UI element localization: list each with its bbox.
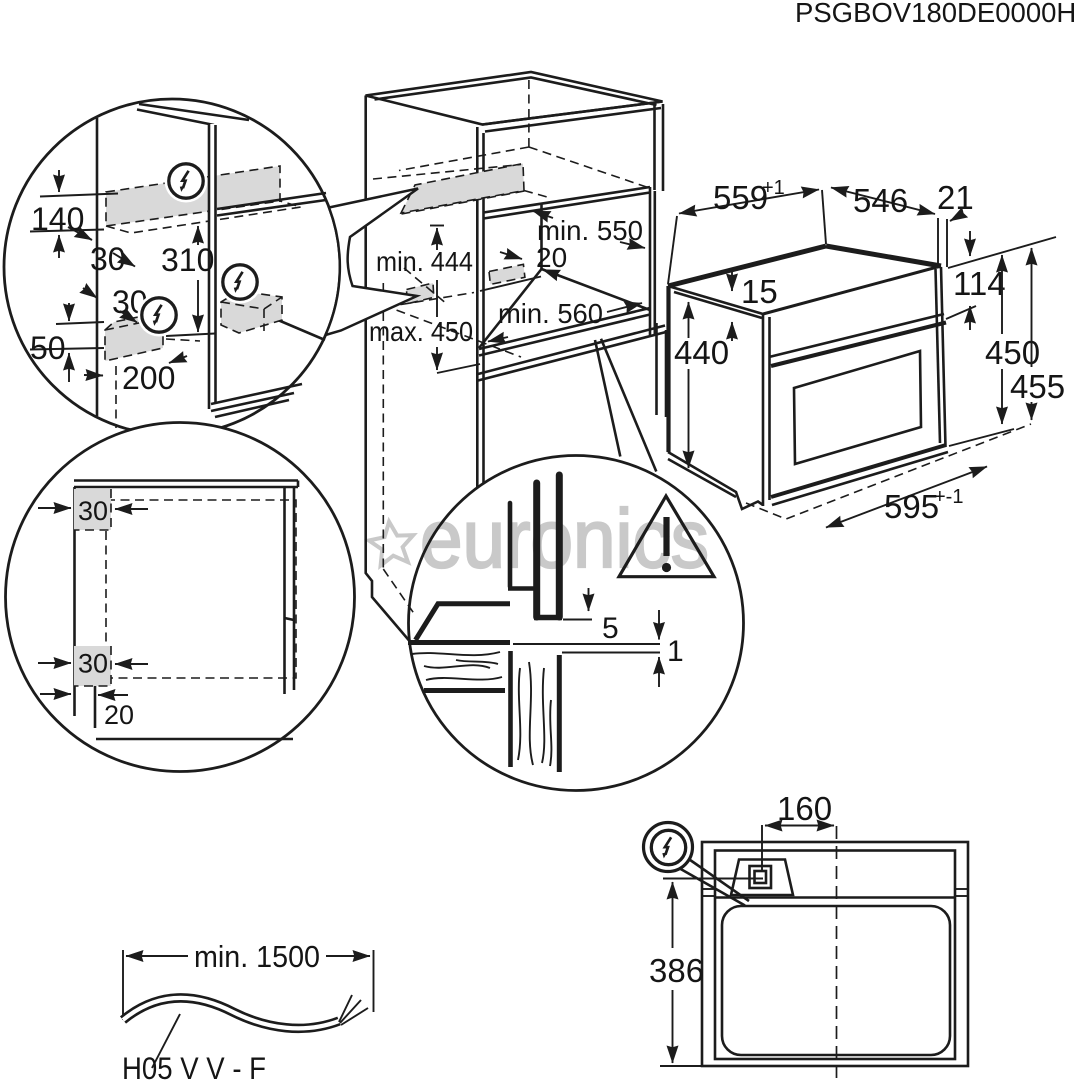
svg-text:20: 20 (536, 242, 567, 273)
svg-text:min. 560: min. 560 (498, 298, 603, 329)
svg-text:160: 160 (777, 790, 832, 827)
svg-text:455: 455 (1010, 368, 1065, 405)
svg-text:H05 V V - F: H05 V V - F (122, 1050, 266, 1080)
svg-text:5: 5 (602, 612, 619, 645)
svg-text:20: 20 (104, 700, 134, 730)
svg-text:min. 1500: min. 1500 (194, 939, 320, 974)
svg-text:114: 114 (953, 265, 1006, 302)
svg-text:50: 50 (30, 330, 66, 366)
svg-text:+1: +1 (762, 177, 785, 199)
svg-text:30: 30 (78, 649, 108, 679)
svg-text:PSGBOV180DE0000H: PSGBOV180DE0000H (795, 0, 1076, 28)
svg-text:440: 440 (674, 334, 729, 371)
svg-text:21: 21 (937, 179, 974, 216)
svg-text:200: 200 (122, 360, 175, 396)
svg-text:+-1: +-1 (934, 486, 963, 508)
svg-text:1: 1 (667, 635, 684, 668)
svg-text:15: 15 (741, 273, 778, 310)
svg-text:min. 550: min. 550 (537, 215, 643, 246)
svg-text:30: 30 (78, 496, 108, 526)
svg-text:30: 30 (90, 241, 126, 277)
svg-text:559: 559 (713, 179, 768, 216)
svg-text:595: 595 (884, 488, 939, 525)
svg-text:min. 444: min. 444 (376, 246, 473, 277)
svg-text:max. 450: max. 450 (369, 316, 473, 347)
svg-text:546: 546 (853, 182, 908, 219)
svg-text:310: 310 (161, 242, 214, 278)
svg-text:386: 386 (649, 952, 704, 989)
